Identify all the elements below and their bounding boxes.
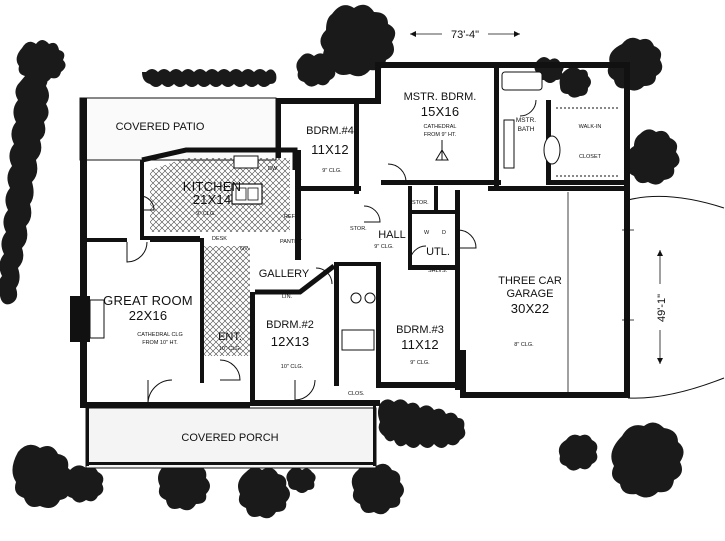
storage-label-2: STOR. bbox=[412, 200, 429, 206]
great-room-note2: FROM 10" HT. bbox=[142, 340, 178, 346]
bdrm4-note: 9" CLG. bbox=[322, 168, 342, 174]
hedge-left bbox=[0, 68, 49, 305]
great-room-size: 22X16 bbox=[129, 308, 168, 323]
bdrm2-name: BDRM.#2 bbox=[266, 319, 314, 331]
shrub-bottom-right bbox=[558, 434, 598, 471]
desk-label: DESK bbox=[212, 236, 227, 242]
kitchen-floor-tile bbox=[150, 158, 290, 232]
dimension-depth-label: 49'-1" bbox=[656, 294, 668, 322]
closet-label: CLOS. bbox=[348, 391, 365, 397]
master-bdrm-size: 15X16 bbox=[421, 104, 460, 119]
hedge-top-left bbox=[142, 69, 277, 87]
pantry-label: PANTRY bbox=[280, 239, 302, 245]
shrubs-bottom-left bbox=[12, 444, 74, 508]
tree-top-center bbox=[320, 4, 396, 77]
garage-name1: THREE CAR bbox=[498, 275, 562, 287]
storage-label-1: STOR. bbox=[350, 226, 367, 232]
great-room-note1: CATHEDRAL CLG bbox=[137, 332, 183, 338]
garage-note: 8" CLG. bbox=[514, 342, 534, 348]
tree-right bbox=[627, 129, 680, 185]
bdrm3-size: 11X12 bbox=[401, 337, 439, 352]
dimension-width-label: 73'-4" bbox=[451, 29, 479, 41]
interior-walls bbox=[87, 68, 626, 404]
cathedral-ceiling-marker bbox=[435, 140, 449, 161]
kitchen-island bbox=[231, 183, 263, 205]
entry-floor-tile bbox=[204, 246, 250, 356]
bdrm2-note: 10" CLG. bbox=[281, 364, 304, 370]
refrigerator-label: REF. bbox=[284, 214, 296, 220]
dishwasher-label: DW bbox=[268, 166, 278, 172]
kitchen-name: KITCHEN bbox=[183, 179, 241, 194]
master-bath-name1: MSTR. bbox=[516, 117, 536, 124]
dimension-depth: 49'-1" bbox=[656, 250, 668, 364]
entry-name: ENT. bbox=[218, 331, 242, 343]
walk-in-closet-name1: WALK-IN bbox=[579, 124, 602, 130]
dryer-label: D bbox=[442, 230, 446, 236]
washer-label: W bbox=[424, 230, 430, 236]
entry-note: 10" CLG. bbox=[219, 346, 242, 352]
covered-porch-area bbox=[85, 407, 377, 469]
kitchen-size: 21X14 bbox=[193, 192, 232, 207]
great-room-name: GREAT ROOM bbox=[103, 293, 193, 308]
walk-in-closet-name2: CLOSET bbox=[579, 154, 602, 160]
shrub-top-center bbox=[296, 53, 336, 87]
dimension-width: 73'-4" bbox=[410, 29, 520, 41]
shrub-top-right-2 bbox=[559, 67, 591, 98]
exterior-walls bbox=[80, 62, 630, 408]
garage-name2: GARAGE bbox=[506, 288, 553, 300]
kitchen-note: 9" CLG. bbox=[196, 211, 216, 217]
driveway-edge-bottom bbox=[627, 377, 725, 399]
landscaping bbox=[0, 4, 684, 519]
shrubs-bottom-center bbox=[378, 399, 466, 448]
master-tub bbox=[501, 71, 543, 91]
shrubs-bottom-left-2 bbox=[64, 465, 104, 503]
bdrm4-size: 11X12 bbox=[311, 142, 349, 157]
shelves-label: SHLVS. bbox=[428, 268, 448, 274]
hall-note: 9" CLG. bbox=[374, 244, 394, 250]
driveway-edge-top bbox=[627, 195, 725, 209]
shrubs-bottom-porch-left bbox=[158, 459, 210, 511]
tree-bottom-right bbox=[611, 422, 684, 498]
bdrm3-note: 9" CLG. bbox=[410, 360, 430, 366]
master-bath-name2: BATH bbox=[518, 126, 535, 133]
bdrm4-name: BDRM.#4 bbox=[306, 125, 354, 137]
room-labels: COVERED PATIO KITCHEN 21X14 9" CLG. GREA… bbox=[103, 91, 601, 444]
gallery-label: GALLERY bbox=[259, 268, 310, 280]
oven-label: OV. bbox=[240, 246, 249, 252]
master-bdrm-note1: CATHEDRAL bbox=[424, 124, 457, 130]
master-bdrm-note2: FROM 9" HT. bbox=[424, 132, 457, 138]
tree-top-right bbox=[607, 37, 663, 91]
utility-label: UTL. bbox=[426, 246, 450, 258]
shrubs-bottom-mid bbox=[351, 463, 404, 515]
doors bbox=[126, 99, 537, 405]
bdrm3-name: BDRM.#3 bbox=[396, 324, 444, 336]
covered-patio-label: COVERED PATIO bbox=[116, 121, 205, 133]
garage-size: 30X22 bbox=[511, 301, 550, 316]
fireplace bbox=[70, 296, 90, 342]
hall-name: HALL bbox=[378, 229, 406, 241]
covered-porch-label: COVERED PORCH bbox=[181, 432, 278, 444]
bdrm2-size: 12X13 bbox=[271, 334, 310, 349]
shrubs-bottom-porch-right bbox=[238, 467, 290, 519]
fixture-labels: DW REF. OV. PANTRY DESK LIN. STOR. STOR.… bbox=[212, 166, 448, 397]
linen-label: LIN. bbox=[282, 294, 293, 300]
master-bdrm-name: MSTR. BDRM. bbox=[404, 91, 477, 103]
shrubs-bottom-porch-mid bbox=[286, 467, 316, 493]
